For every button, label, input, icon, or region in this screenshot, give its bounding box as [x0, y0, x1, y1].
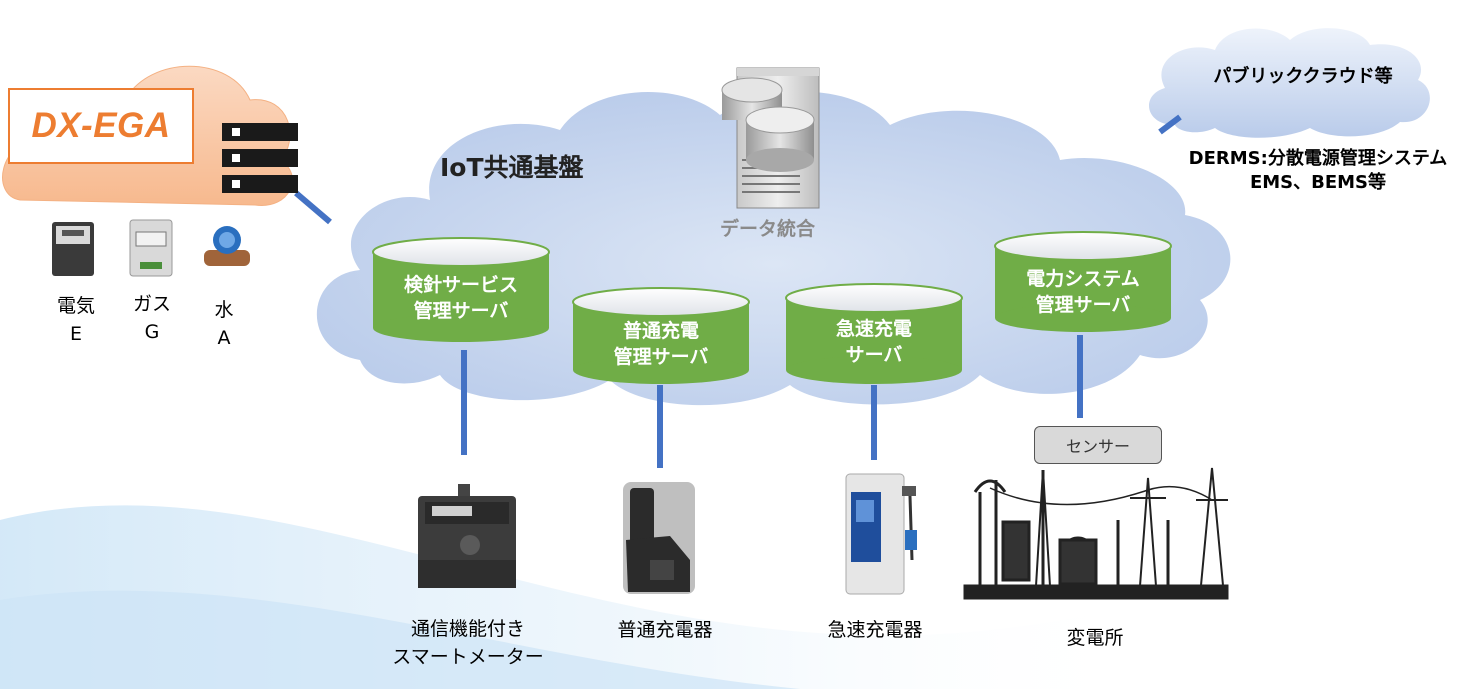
connector-lines — [294, 114, 1182, 468]
public-cloud-line1: DERMS:分散電源管理システム — [1188, 148, 1448, 169]
quick-charge-server-cylinder — [785, 283, 963, 384]
sensor-label: センサー — [1065, 437, 1130, 456]
iot-platform-title: IoT共通基盤 — [440, 153, 584, 182]
gas-meter-label: ガス G — [124, 290, 180, 346]
power-system-server-cylinder — [994, 231, 1172, 332]
quick-charger-caption: 急速充電器 — [827, 619, 923, 641]
sensor-box: センサー — [1034, 426, 1162, 464]
gas-meter-icon — [129, 219, 173, 277]
power-system-server-label: 電力システム 管理サーバ — [995, 266, 1171, 318]
server-rack-icon — [222, 123, 298, 193]
gas-meter-code: G — [144, 321, 160, 343]
dx-ega-box: DX-EGA — [8, 88, 194, 164]
public-cloud-connector — [1158, 114, 1182, 135]
substation-caption: 変電所 — [1066, 627, 1124, 649]
quick-charge-server-line1: 急速充電 — [835, 318, 912, 340]
meter-server-line2: 管理サーバ — [413, 300, 509, 322]
data-server-icon — [721, 67, 820, 209]
power-system-server-line1: 電力システム — [1026, 268, 1140, 290]
quick-charger-device — [845, 473, 917, 595]
meter-server-label: 検針サービス 管理サーバ — [373, 272, 549, 324]
normal-charge-server-line1: 普通充電 — [622, 320, 699, 342]
water-meter-icon — [204, 226, 250, 266]
meter-server-line1: 検針サービス — [403, 274, 518, 296]
water-meter-code: A — [217, 327, 231, 349]
meter-server-cylinder — [372, 237, 550, 342]
smart-meter-caption: 通信機能付き スマートメーター — [378, 615, 558, 671]
normal-charger-device — [623, 482, 695, 594]
electric-meter-code: E — [69, 323, 82, 345]
public-cloud-line2: EMS、BEMS等 — [1249, 172, 1387, 193]
electric-meter-name: 電気 — [56, 295, 95, 317]
water-meter-name: 水 — [214, 299, 234, 321]
normal-charge-server-cylinder — [572, 287, 750, 384]
public-cloud-title: パブリッククラウド等 — [1213, 66, 1393, 87]
substation-illustration — [963, 467, 1229, 600]
normal-charge-server-label: 普通充電 管理サーバ — [573, 318, 749, 370]
electric-meter-icon — [52, 222, 94, 276]
water-meter-label: 水 A — [196, 296, 252, 352]
power-system-server-line2: 管理サーバ — [1035, 294, 1131, 316]
data-integration-label: データ統合 — [720, 218, 816, 240]
electric-meter-label: 電気 E — [48, 292, 104, 348]
quick-charge-server-line2: サーバ — [845, 344, 903, 366]
normal-charge-server-line2: 管理サーバ — [613, 346, 709, 368]
public-cloud-shape — [1148, 28, 1430, 138]
quick-charge-server-label: 急速充電 サーバ — [786, 316, 962, 368]
gas-meter-name: ガス — [132, 293, 171, 315]
dx-ega-connector — [294, 190, 332, 225]
smart-meter-device — [418, 484, 516, 588]
smart-meter-caption-line2: スマートメーター — [392, 646, 544, 668]
dx-ega-label: DX-EGA — [31, 106, 171, 145]
green-cylinders — [372, 231, 1172, 384]
normal-charger-caption: 普通充電器 — [617, 619, 713, 641]
smart-meter-caption-line1: 通信機能付き — [410, 618, 525, 640]
